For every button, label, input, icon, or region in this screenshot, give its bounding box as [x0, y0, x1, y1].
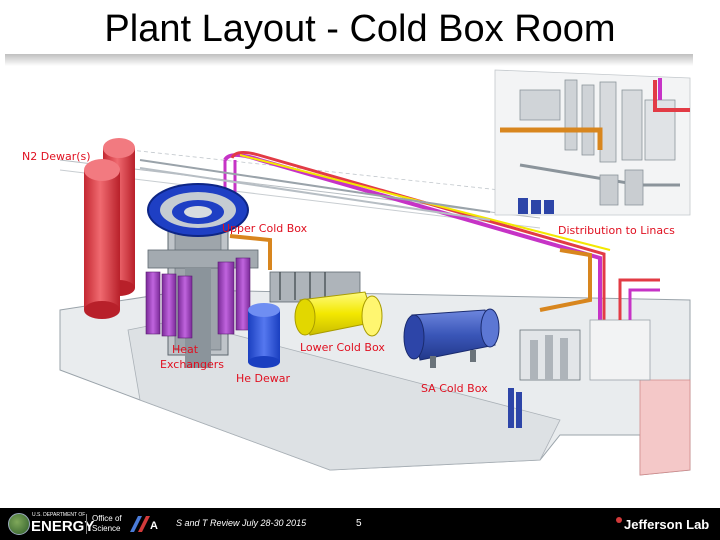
- title-divider: [5, 54, 693, 66]
- fra-logo-icon: A: [130, 516, 158, 532]
- office-of-text: Office of: [92, 514, 122, 523]
- lower-cold-box: [269, 271, 383, 337]
- review-text: S and T Review July 28-30 2015: [176, 518, 307, 528]
- label-sa-cold-box: SA Cold Box: [421, 382, 488, 395]
- n2-dewar-2: [84, 159, 120, 319]
- doe-seal-logo: [8, 513, 30, 535]
- label-n2-dewar: N2 Dewar(s): [22, 150, 91, 163]
- transfer-lines: [139, 151, 641, 347]
- sa-cold-box: [403, 308, 500, 368]
- label-he-dewar: He Dewar: [236, 372, 291, 385]
- jlab-mark-icon: [616, 517, 622, 523]
- label-heat-exchangers-line1: Heat: [172, 343, 199, 356]
- page-number: 5: [356, 518, 362, 529]
- label-upper-cold-box: Upper Cold Box: [222, 222, 308, 235]
- footer-bar: U.S. DEPARTMENT OF ENERGY Office of Scie…: [0, 508, 720, 540]
- doe-energy-text: ENERGY: [31, 518, 95, 535]
- doe-dept-text: U.S. DEPARTMENT OF: [32, 512, 86, 518]
- he-dewar: [248, 303, 280, 368]
- jefferson-lab-logo-text: Jefferson Lab: [624, 517, 710, 532]
- footer-divider: [86, 514, 87, 534]
- svg-text:A: A: [150, 520, 158, 532]
- label-distribution: Distribution to Linacs: [558, 224, 675, 237]
- label-lower-cold-box: Lower Cold Box: [300, 341, 385, 354]
- slide-title: Plant Layout - Cold Box Room: [104, 8, 616, 50]
- distribution-equipment: [508, 278, 660, 428]
- plant-layout-drawing: [59, 69, 691, 476]
- heat-exchangers: [145, 257, 251, 339]
- science-text: Science: [92, 524, 121, 533]
- compressor-room-equipment: [494, 69, 691, 216]
- label-heat-exchangers-line2: Exchangers: [160, 358, 225, 371]
